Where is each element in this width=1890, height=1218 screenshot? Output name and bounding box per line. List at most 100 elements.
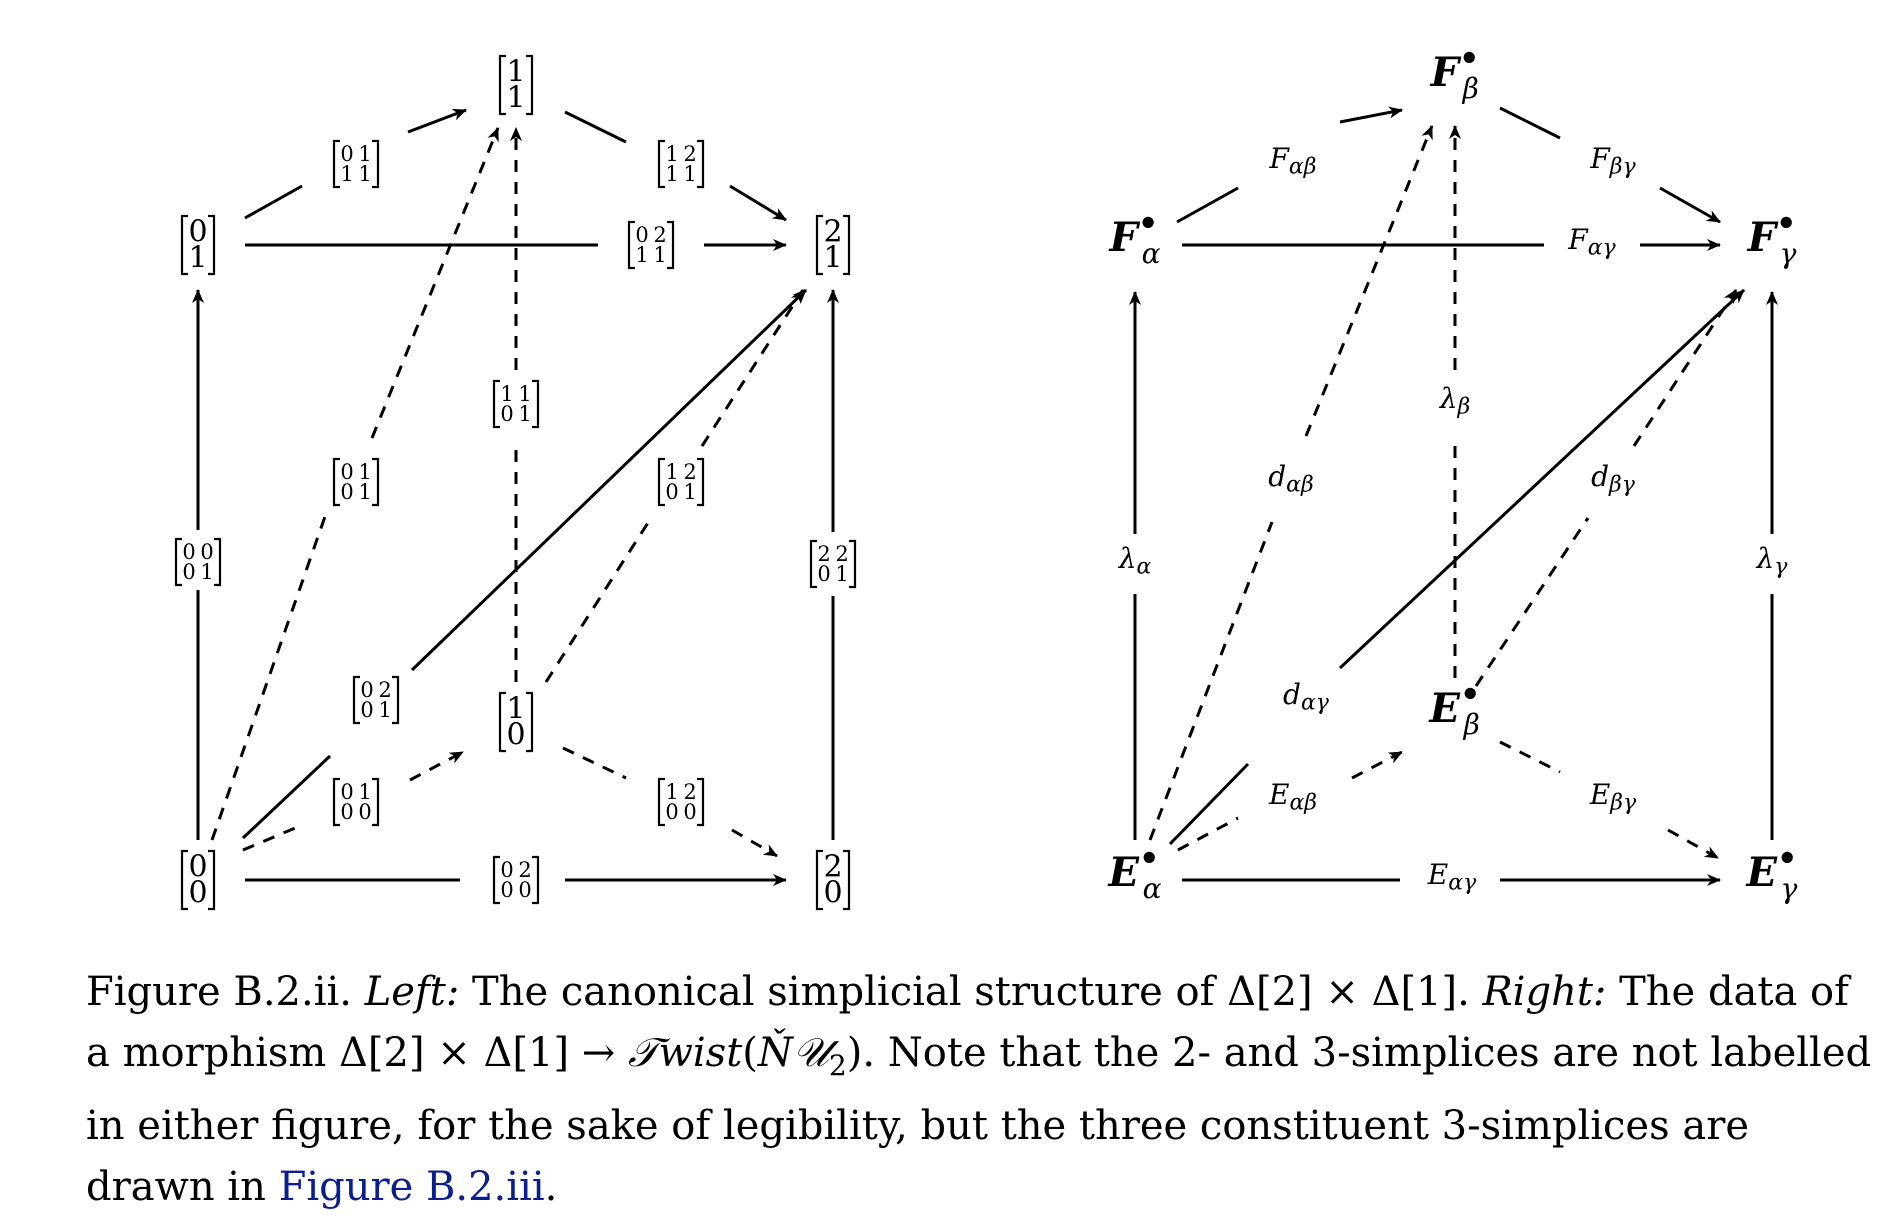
symbol-subscript: βγ [1608,472,1636,497]
matrix-right-bracket [697,457,705,507]
matrix-entry: 0 [200,540,213,564]
caption-close-paren: ). [846,1030,876,1076]
vertex-Eg: E•γ [1746,839,1798,905]
symbol-subscript: βγ [1609,154,1637,179]
symbol-base: F [1567,223,1589,256]
symbol-subscript: α [1142,237,1161,270]
matrix-entry: 1 [518,402,531,426]
vertex-w0: 01 [180,215,216,276]
vertex-w2: 21 [815,215,851,276]
caption-end: . [544,1164,558,1210]
matrix-entry: 0 [635,223,648,247]
symbol-superscript: • [1459,39,1479,77]
matrix-entry: 0 [182,540,195,564]
matrix-entry: 1 [665,142,678,166]
edge-v0_w1 [210,127,500,841]
edge-dbg [1474,289,1738,687]
vertex-Fb: F•β [1430,39,1480,105]
matrix-left-bracket [657,777,665,827]
matrix-left-bracket [815,849,823,911]
edge-label-Fag: Fαγ [1567,223,1616,260]
edge-Eab [1177,750,1403,852]
symbol-superscript: • [1777,839,1797,877]
matrix-entry: 2 [823,850,842,885]
edge-segment [1499,106,1561,140]
matrix-entry: 0 [188,876,207,911]
matrix-entry: 1 [200,560,213,584]
edge-dab [1148,125,1434,841]
matrix-entry: 0 [340,460,353,484]
edge-label-Ebg: Eβγ [1589,778,1637,815]
matrix-entry: 2 [835,542,848,566]
edge-segment [1304,125,1434,437]
edge-segment [1168,762,1250,846]
edge-label-la: λα [1118,542,1152,579]
vertex-Fa: F•α [1109,204,1161,270]
matrix-right-bracket [372,457,380,507]
edge-segment [700,289,805,447]
matrix-right-bracket [697,139,705,189]
matrix-right-bracket [372,777,380,827]
symbol-subscript: αβ [1289,790,1317,815]
matrix-entry: 1 [683,480,696,504]
caption-right-text-1: The data of a morphism Δ[2] × Δ[1] → [86,969,1849,1076]
matrix-right-bracket [667,220,675,270]
edge-w1_w2 [564,110,787,222]
vertex-Fg: F•γ [1747,204,1797,270]
edge-label-Fbg: Fβγ [1589,142,1636,179]
symbol-subscript: β [1457,394,1471,419]
edge-segment [241,754,332,840]
vertex-Eb: E•β [1429,675,1481,741]
vertex-w1: 11 [498,54,534,116]
symbol-subscript: γ [1781,872,1798,905]
edge-segment [409,750,464,782]
matrix-right-bracket [526,691,534,753]
matrix-entry: 2 [518,858,531,882]
matrix-entry: 1 [358,142,371,166]
edge-segment [1339,106,1403,124]
matrix-left-bracket [352,675,360,725]
caption-cover-index: 2 [828,1049,847,1082]
edge-segment [1148,521,1274,841]
symbol-subscript: β [1462,72,1479,105]
edge-segment [1632,289,1738,447]
figure-b2iii-link[interactable]: Figure B.2.iii [278,1164,545,1210]
matrix-left-bracket [657,139,665,189]
matrix-left-bracket [180,849,188,911]
edge-label-lb: λβ [1439,382,1470,419]
edge-segment [1338,288,1746,670]
edge-label-lg: λγ [1756,542,1789,579]
edge-segment [1176,186,1239,224]
matrix-entry: 1 [358,780,371,804]
edge-v1_w2 [544,289,805,683]
matrix-entry: 0 [188,215,207,250]
matrix-entry: 1 [340,162,353,186]
matrix-entry: 2 [683,460,696,484]
edge-segment [729,184,787,222]
matrix-entry: 0 [358,800,371,824]
matrix-right-bracket [526,54,534,116]
matrix-entry: 1 [188,241,207,276]
matrix-entry: 1 [500,382,513,406]
symbol-base: d [1283,678,1301,711]
caption-open-paren: ( [742,1030,758,1076]
matrix-right-bracket [532,379,540,429]
matrix-entry: 1 [665,460,678,484]
matrix-right-bracket [392,675,400,725]
matrix-left-bracket [498,54,506,116]
matrix-entry: 2 [683,142,696,166]
matrix-entry: 0 [665,800,678,824]
edge-segment [1474,517,1590,687]
edge-segment [564,110,627,144]
vertex-v1: 10 [498,691,534,753]
matrix-entry: 1 [506,81,525,116]
edge-segment [562,746,627,780]
edge-dag [1168,288,1746,846]
matrix-left-bracket [332,457,340,507]
edge-segment [1499,740,1561,774]
